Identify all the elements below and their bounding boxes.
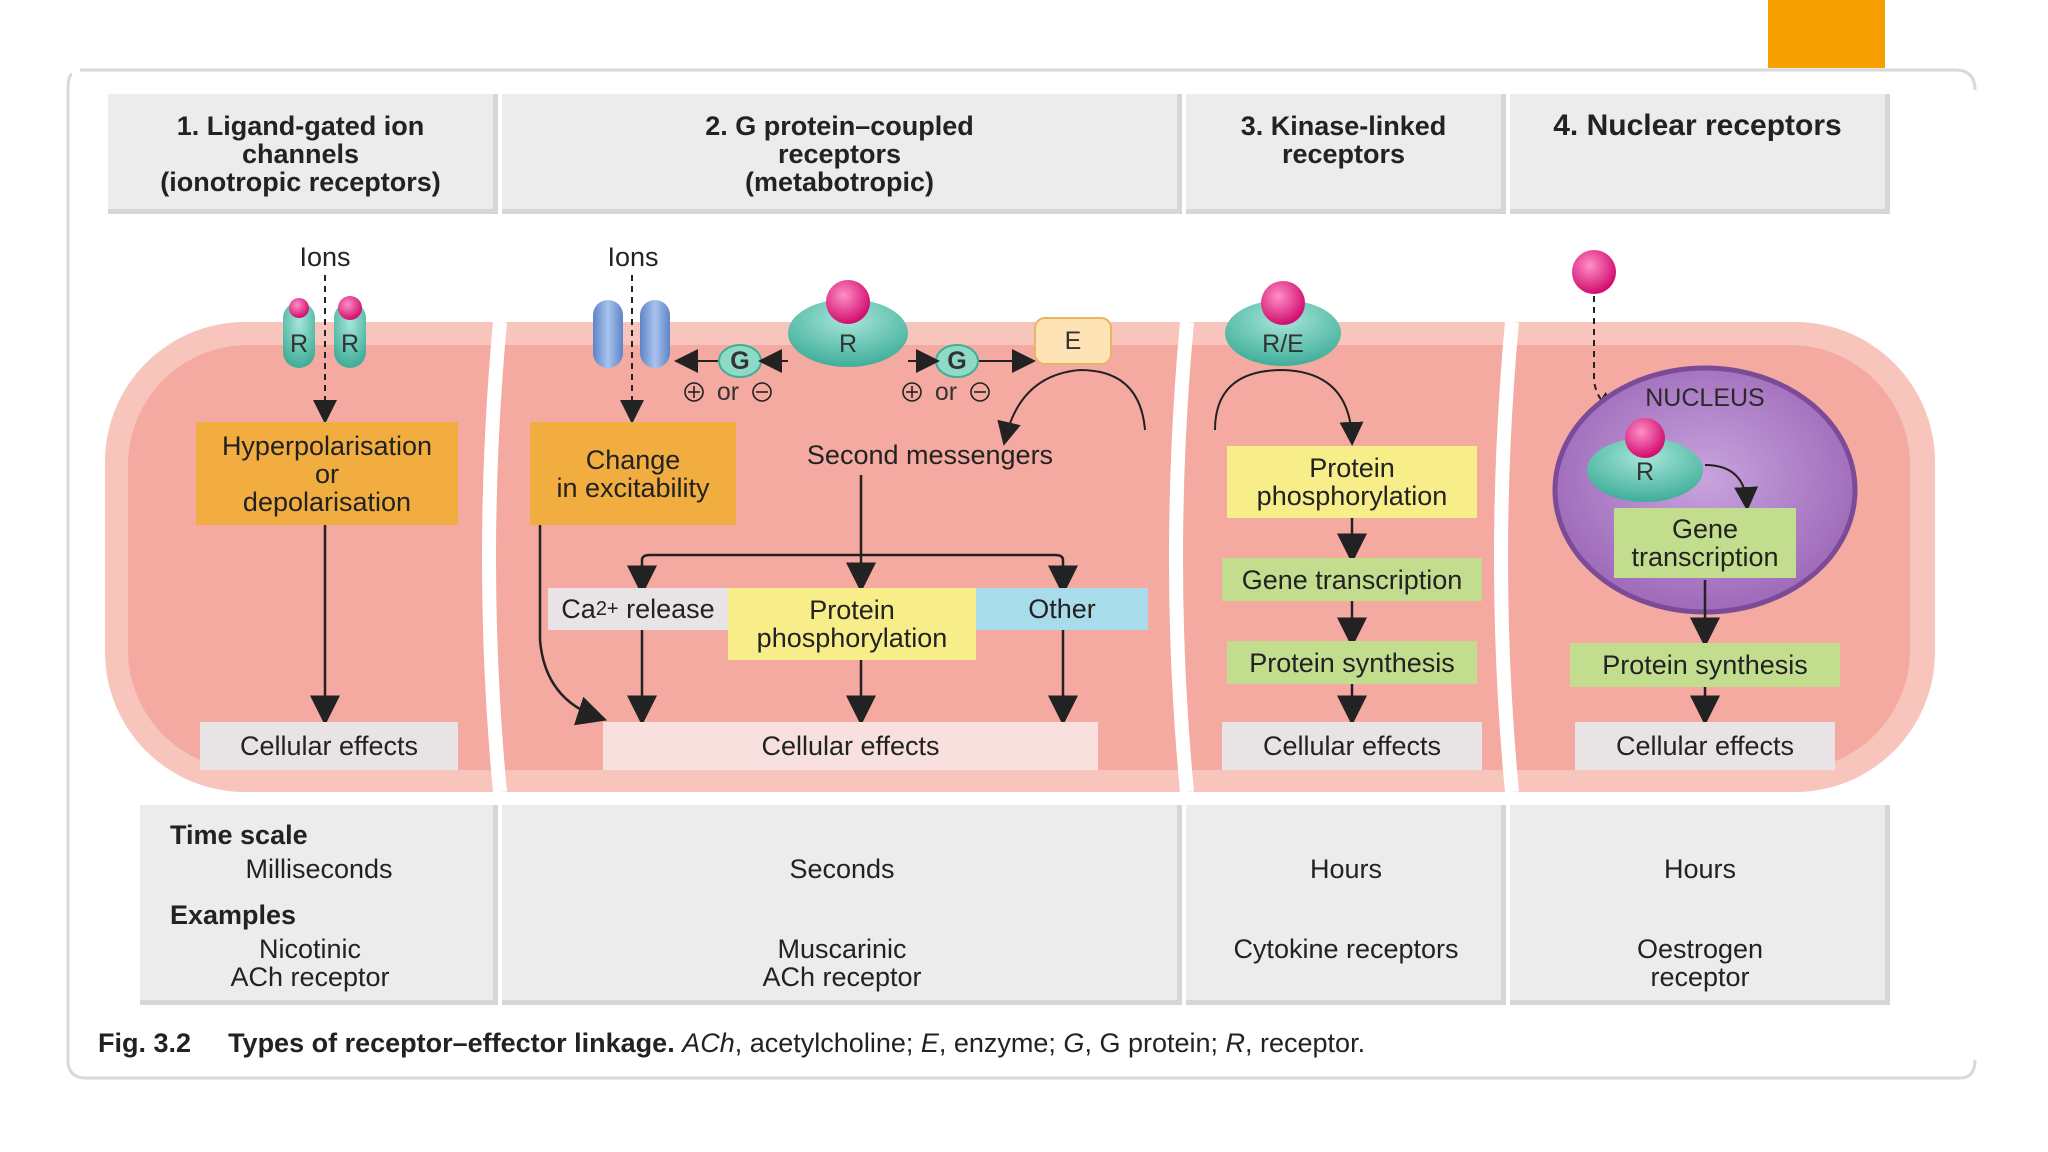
col3-protein-synthesis: Protein synthesis xyxy=(1227,641,1477,684)
nucleus-label: NUCLEUS xyxy=(1645,384,1765,412)
time-scale-col4: Hours xyxy=(1663,854,1737,884)
bottom-panel-1: Time scale Milliseconds Examples Nicotin… xyxy=(140,805,498,1005)
col2-ion-channel xyxy=(593,300,670,368)
col2-protein-phosphorylation: Protein phosphorylation xyxy=(728,588,976,660)
caption-def-ach: , acetylcholine; xyxy=(734,1028,921,1058)
col2-or-left: or xyxy=(716,378,740,406)
ca-release-sup: 2+ xyxy=(595,598,619,620)
caption-def-e: , enzyme; xyxy=(938,1028,1064,1058)
col2-cellular-effects: Cellular effects xyxy=(603,722,1098,770)
col2-or-right: or xyxy=(934,378,958,406)
header-ligand-gated: 1. Ligand-gated ion channels (ionotropic… xyxy=(108,94,498,214)
col1-receptor-left-label: R xyxy=(289,330,309,358)
col2-effect-box: Change in excitability xyxy=(530,422,736,525)
col4-free-ligand xyxy=(1572,250,1616,294)
col2-enzyme-label: E xyxy=(1064,327,1082,355)
header-gpcr: 2. G protein–coupled receptors (metabotr… xyxy=(502,94,1182,214)
col2-g-left-label: G xyxy=(730,347,750,375)
example-col1: Nicotinic ACh receptor xyxy=(230,934,390,992)
col3-gene-transcription: Gene transcription xyxy=(1222,558,1482,601)
caption-abbr-ach: ACh xyxy=(682,1028,735,1058)
ca-release-prefix: Ca xyxy=(561,594,596,624)
example-col2: Muscarinic ACh receptor xyxy=(762,934,922,992)
col2-gpcr-receptor xyxy=(788,280,908,367)
caption-def-g: , G protein; xyxy=(1084,1028,1226,1058)
col4-gene-transcription: Gene transcription xyxy=(1614,508,1796,578)
figure-frame xyxy=(80,68,1977,91)
bottom-panel-2: Seconds Muscarinic ACh receptor xyxy=(502,805,1182,1005)
slide-accent-block xyxy=(1768,0,1885,68)
example-col3: Cytokine receptors xyxy=(1233,934,1459,964)
col3-cellular-effects: Cellular effects xyxy=(1222,722,1482,770)
example-col4: Oestrogen receptor xyxy=(1636,934,1764,992)
col4-receptor-label: R xyxy=(1635,458,1655,486)
col3-receptor-label: R/E xyxy=(1262,330,1304,358)
plus-minus-right xyxy=(902,382,990,402)
col3-kinase-receptor xyxy=(1225,281,1341,366)
col1-receptor-pair xyxy=(283,296,366,368)
col4-cellular-effects: Cellular effects xyxy=(1575,722,1835,770)
col4-protein-synthesis: Protein synthesis xyxy=(1570,643,1840,687)
col1-receptor-right-label: R xyxy=(340,330,360,358)
col1-ions-label: Ions xyxy=(299,242,351,272)
bottom-panel-3: Hours Cytokine receptors xyxy=(1186,805,1506,1005)
ca-release-suffix: release xyxy=(618,594,715,624)
caption-abbr-g: G xyxy=(1063,1028,1085,1058)
time-scale-col3: Hours xyxy=(1309,854,1383,884)
col2-second-messengers: Second messengers xyxy=(806,440,1054,470)
col3-protein-phosphorylation: Protein phosphorylation xyxy=(1227,446,1477,518)
examples-label: Examples xyxy=(170,900,297,930)
col1-effect-box: Hyperpolarisation or depolarisation xyxy=(196,422,458,525)
figure-caption: Fig. 3.2 Types of receptor–effector link… xyxy=(98,1028,1365,1059)
header-nuclear: 4. Nuclear receptors xyxy=(1510,94,1890,214)
caption-def-r: , receptor. xyxy=(1245,1028,1366,1058)
col2-other: Other xyxy=(976,588,1148,630)
time-scale-col1: Milliseconds xyxy=(245,854,393,884)
caption-title: Types of receptor–effector linkage. xyxy=(228,1028,675,1058)
time-scale-label: Time scale xyxy=(170,820,308,850)
col4-nuclear-receptor xyxy=(1587,418,1703,502)
col2-receptor-label: R xyxy=(838,330,858,358)
caption-abbr-e: E xyxy=(920,1028,939,1058)
col2-enzyme-box xyxy=(1034,317,1112,365)
plus-minus-left xyxy=(684,382,772,402)
caption-abbr-r: R xyxy=(1225,1028,1246,1058)
col1-cellular-effects: Cellular effects xyxy=(200,722,458,770)
caption-fig-number: Fig. 3.2 xyxy=(98,1028,192,1058)
col2-ions-label: Ions xyxy=(607,242,659,272)
header-kinase-linked: 3. Kinase-linked receptors xyxy=(1186,94,1506,214)
time-scale-col2: Seconds xyxy=(789,854,895,884)
bottom-panel-4: Hours Oestrogen receptor xyxy=(1510,805,1890,1005)
col2-g-right-label: G xyxy=(947,347,967,375)
